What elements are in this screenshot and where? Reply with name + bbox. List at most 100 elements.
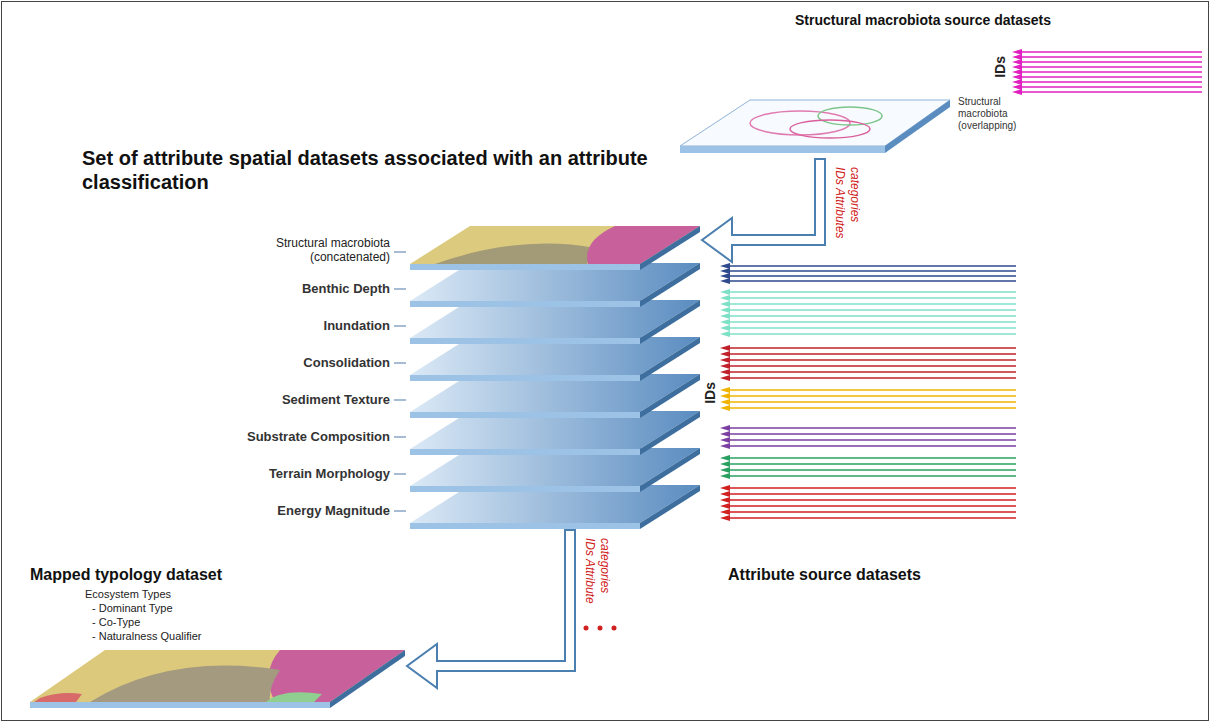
dataset-line [728, 407, 1016, 408]
slab-edge [410, 338, 640, 344]
leader-line [394, 510, 406, 511]
dataset-arrowhead [720, 497, 730, 503]
dataset-line [728, 499, 1016, 500]
typology-text-holder: Ecosystem Types [85, 588, 385, 601]
dataset-arrowhead [720, 363, 730, 369]
type-region [34, 693, 82, 702]
dataset-line [728, 265, 1016, 266]
dataset-arrowhead [720, 351, 730, 357]
dataset-line [1020, 86, 1202, 87]
dataset-arrowhead [720, 319, 730, 325]
dataset-arrowhead [720, 387, 730, 393]
dataset-arrowhead [720, 461, 730, 467]
flow-arrow [407, 530, 575, 688]
dataset-arrowhead [720, 405, 730, 411]
dataset-arrowhead [1012, 59, 1022, 65]
plate-edge [330, 650, 405, 708]
dataset-line [728, 275, 1016, 276]
dataset-line [1020, 56, 1202, 57]
leader-line [394, 362, 406, 363]
dataset-line [728, 493, 1016, 494]
dataset-arrowhead [720, 278, 730, 284]
dataset-arrowhead [1012, 69, 1022, 75]
dataset-line [728, 517, 1016, 518]
dataset-arrowhead [720, 431, 730, 437]
slab-edge [410, 523, 640, 529]
dataset-line [1020, 61, 1202, 62]
dataset-line [728, 365, 1016, 366]
slab-edge [410, 486, 640, 492]
layer-label: Substrate Composition [150, 429, 390, 445]
dataset-line [728, 309, 1016, 310]
dataset-arrowhead [720, 491, 730, 497]
typology-text: Ecosystem Types [85, 588, 385, 601]
dataset-line [728, 439, 1016, 440]
dataset-arrowhead [720, 515, 730, 521]
layer-label: Sediment Texture [150, 392, 390, 408]
dataset-arrowhead [1012, 49, 1022, 55]
dataset-arrowhead [1012, 64, 1022, 70]
edge-label: IDs Attribute categories [582, 538, 612, 612]
dataset-line [728, 291, 1016, 292]
leader-line [394, 325, 406, 326]
dataset-arrowhead [720, 369, 730, 375]
slab-edge [410, 301, 640, 307]
dataset-arrowhead [720, 509, 730, 515]
dataset-line [728, 505, 1016, 506]
dataset-arrowhead [720, 273, 730, 279]
dataset-line [728, 280, 1016, 281]
dataset-line [728, 463, 1016, 464]
dataset-arrowhead [720, 357, 730, 363]
layer-label: Terrain Morphology [150, 466, 390, 482]
dataset-line [728, 445, 1016, 446]
ids-tag-holder: IDs [702, 382, 718, 404]
typology-text-holder: - Co-Type [92, 616, 392, 629]
dataset-line [728, 327, 1016, 328]
dataset-line [1020, 81, 1202, 82]
dataset-arrowhead [1012, 54, 1022, 60]
ids-tag: IDs [992, 56, 1008, 78]
dataset-line [728, 389, 1016, 390]
dataset-arrowhead [1012, 79, 1022, 85]
dataset-arrowhead [720, 467, 730, 473]
dataset-line [728, 433, 1016, 434]
typology-text: - Dominant Type [92, 602, 392, 615]
dataset-line [1020, 71, 1202, 72]
dataset-line [1020, 76, 1202, 77]
leader-line [394, 399, 406, 400]
dataset-line [728, 475, 1016, 476]
dataset-line [728, 347, 1016, 348]
ids-tag-holder: IDs [992, 56, 1008, 78]
dataset-arrowhead [720, 345, 730, 351]
dataset-line [728, 371, 1016, 372]
dataset-arrowhead [720, 473, 730, 479]
biota-region [435, 244, 595, 264]
layer-label: Benthic Depth [150, 281, 390, 297]
section-heading-holder: Attribute source datasets [728, 566, 1028, 584]
section-heading-holder: Mapped typology dataset [30, 566, 330, 584]
dataset-line [1020, 66, 1202, 67]
dataset-arrowhead [720, 268, 730, 274]
dataset-line [728, 353, 1016, 354]
leader-line [394, 251, 406, 252]
dataset-arrowhead [720, 375, 730, 381]
dataset-arrowhead [720, 325, 730, 331]
spatial-layer: Structural macrobiota (overlapping) [680, 96, 1052, 158]
layer-label: Structural macrobiota (overlapping) [958, 96, 1052, 132]
dataset-arrowhead [720, 313, 730, 319]
dataset-arrowhead [720, 393, 730, 399]
dataset-line [728, 469, 1016, 470]
typology-text: - Naturalness Qualifier [92, 630, 392, 643]
dataset-arrowhead [720, 301, 730, 307]
layer-label-holder: Substrate Composition [150, 429, 390, 445]
layer-label: Energy Magnitude [150, 503, 390, 519]
layer-plate [680, 96, 952, 158]
slab-edge [410, 449, 640, 455]
dataset-arrowhead [720, 485, 730, 491]
typology-text-holder: - Dominant Type [92, 602, 392, 615]
section-heading-holder: Set of attribute spatial datasets associ… [82, 146, 682, 194]
typology-dataset: Ecosystem Types- Dominant Type- Co-Type-… [30, 588, 405, 712]
dataset-line [1020, 51, 1202, 52]
continuation-dot [584, 626, 589, 631]
